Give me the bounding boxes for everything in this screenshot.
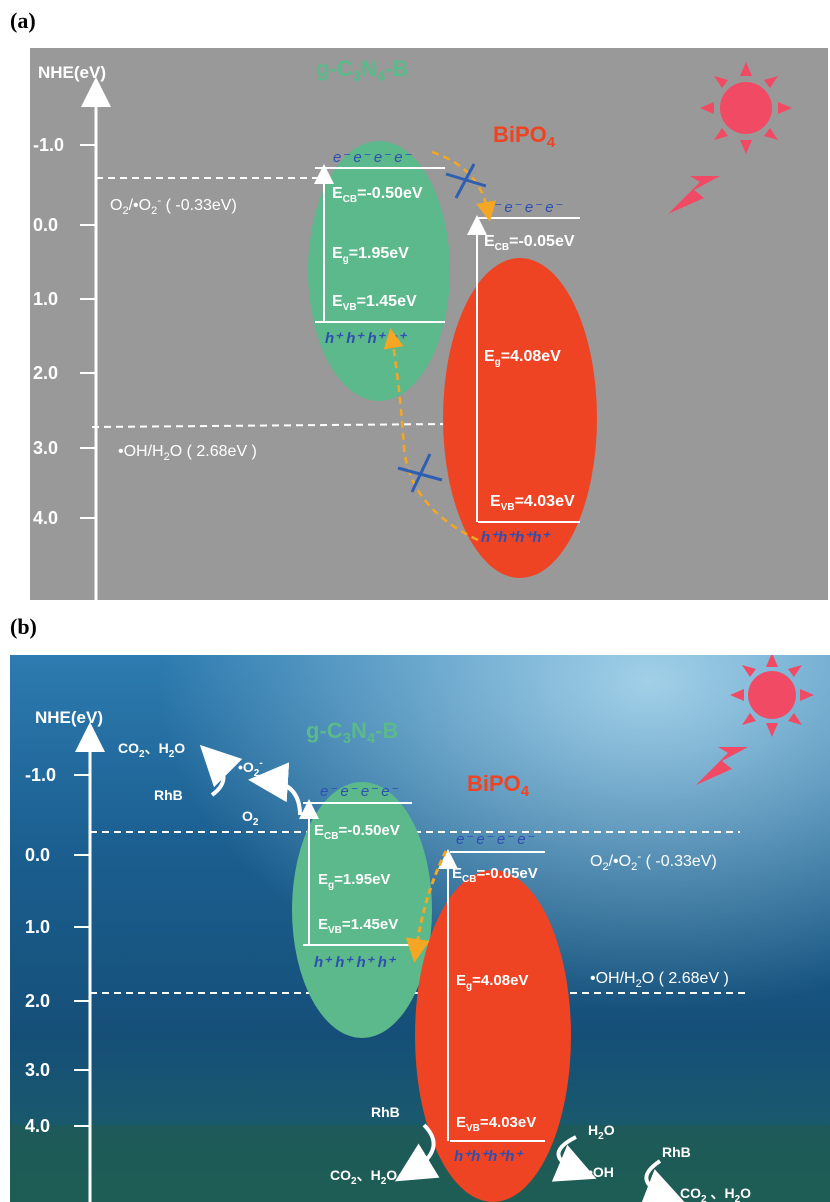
- panel-a-label: (a): [10, 8, 36, 33]
- sun-icon: [730, 655, 814, 737]
- tick-label: 4.0: [33, 508, 58, 528]
- g-c3n4-b-title: g-C3N4-B: [316, 56, 408, 85]
- oh-radical-label: •OH: [588, 1164, 614, 1180]
- axis-title: NHE(eV): [38, 63, 106, 82]
- tick-label: -1.0: [33, 135, 64, 155]
- rhb-label: RhB: [662, 1144, 691, 1160]
- tick-label: 0.0: [33, 215, 58, 235]
- g-c3n4-b-band: [308, 141, 450, 401]
- tick-label: 0.0: [25, 845, 50, 865]
- blocked-cross-icon: [397, 453, 443, 493]
- tick-label: 3.0: [25, 1060, 50, 1080]
- g-c3n4-b-title: g-C3N4-B: [306, 718, 398, 747]
- tick-label: -1.0: [25, 765, 56, 785]
- eg-label: Eg=1.95eV: [332, 245, 409, 265]
- cb-electrons: e⁻ e⁻ e⁻ e⁻: [333, 149, 412, 166]
- vb-holes: h⁺h⁺h⁺h⁺: [481, 529, 551, 546]
- electron-transfer-path: [431, 150, 497, 222]
- cb-electrons: e⁻ e⁻ e⁻ e⁻: [320, 783, 399, 800]
- axis-title: NHE(eV): [35, 708, 103, 727]
- reduction-arrow: [248, 762, 302, 816]
- bipo4-title: BiPO4: [467, 771, 530, 800]
- tick-label: 4.0: [25, 1116, 50, 1136]
- eg-label: Eg=4.08eV: [456, 972, 528, 992]
- oh-potential-label: •OH/H2O ( 2.68eV ): [590, 970, 729, 990]
- o2-potential-label: O2/•O2- ( -0.33eV): [110, 193, 237, 217]
- eg-label: Eg=1.95eV: [318, 871, 390, 891]
- tick-label: 1.0: [25, 917, 50, 937]
- axis-ticks: -1.0 0.0 1.0 2.0 3.0 4.0: [25, 765, 90, 1136]
- ecb-label: ECB=-0.50eV: [314, 822, 400, 842]
- oh-potential-label: •OH/H2O ( 2.68eV ): [118, 443, 257, 463]
- o2-potential-label: O2/•O2- ( -0.33eV): [590, 849, 717, 873]
- g-c3n4-b-band: [292, 782, 432, 1038]
- panel-a-diagram: NHE(eV) -1.0 0.0 1.0 2.0 3.0 4.0 O2/•O2-…: [30, 48, 828, 600]
- oxidation-arrow: [551, 1135, 597, 1182]
- rhb-label: RhB: [371, 1104, 400, 1120]
- lightning-icon: [668, 176, 720, 214]
- blocked-cross-icon: [445, 163, 487, 199]
- rhb-label: RhB: [154, 787, 183, 803]
- o2-label: O2: [242, 808, 259, 828]
- eg-label: Eg=4.08eV: [484, 348, 561, 368]
- vb-holes: h⁺ h⁺ h⁺ h⁺: [325, 330, 408, 347]
- z-scheme-transfer-path: [405, 850, 448, 963]
- panel-b-diagram: NHE(eV) -1.0 0.0 1.0 2.0 3.0 4.0 O2/•O2-…: [10, 655, 830, 1202]
- hole-transfer-path: [383, 328, 479, 542]
- h2o-label: H2O: [588, 1122, 615, 1142]
- degradation-arrow: [199, 744, 243, 797]
- lightning-icon: [696, 747, 748, 785]
- tick-label: 2.0: [25, 991, 50, 1011]
- products-label: CO2 、H2O: [680, 1185, 751, 1202]
- cb-electrons: e⁻ e⁻ e⁻ e⁻: [456, 831, 535, 848]
- sun-icon: [700, 62, 792, 154]
- tick-label: 3.0: [33, 438, 58, 458]
- degradation-arrow: [640, 1159, 685, 1202]
- degradation-arrow: [394, 1123, 440, 1182]
- bipo4-title: BiPO4: [493, 122, 556, 151]
- cb-electrons: e⁻ e⁻ e⁻ e⁻: [484, 199, 563, 216]
- tick-label: 2.0: [33, 363, 58, 383]
- axis-ticks: -1.0 0.0 1.0 2.0 3.0 4.0: [33, 135, 96, 528]
- bipo4-band: [443, 258, 597, 578]
- tick-label: 1.0: [33, 289, 58, 309]
- bipo4-band: [415, 870, 571, 1202]
- vb-holes: h⁺h⁺h⁺h⁺: [454, 1148, 524, 1165]
- products-label: CO2、H2O: [118, 740, 185, 760]
- products-label: CO2、H2O: [330, 1167, 397, 1187]
- panel-b-label: (b): [10, 614, 37, 639]
- evb-label: EVB=1.45eV: [318, 916, 398, 936]
- vb-holes: h⁺ h⁺ h⁺ h⁺: [314, 954, 397, 971]
